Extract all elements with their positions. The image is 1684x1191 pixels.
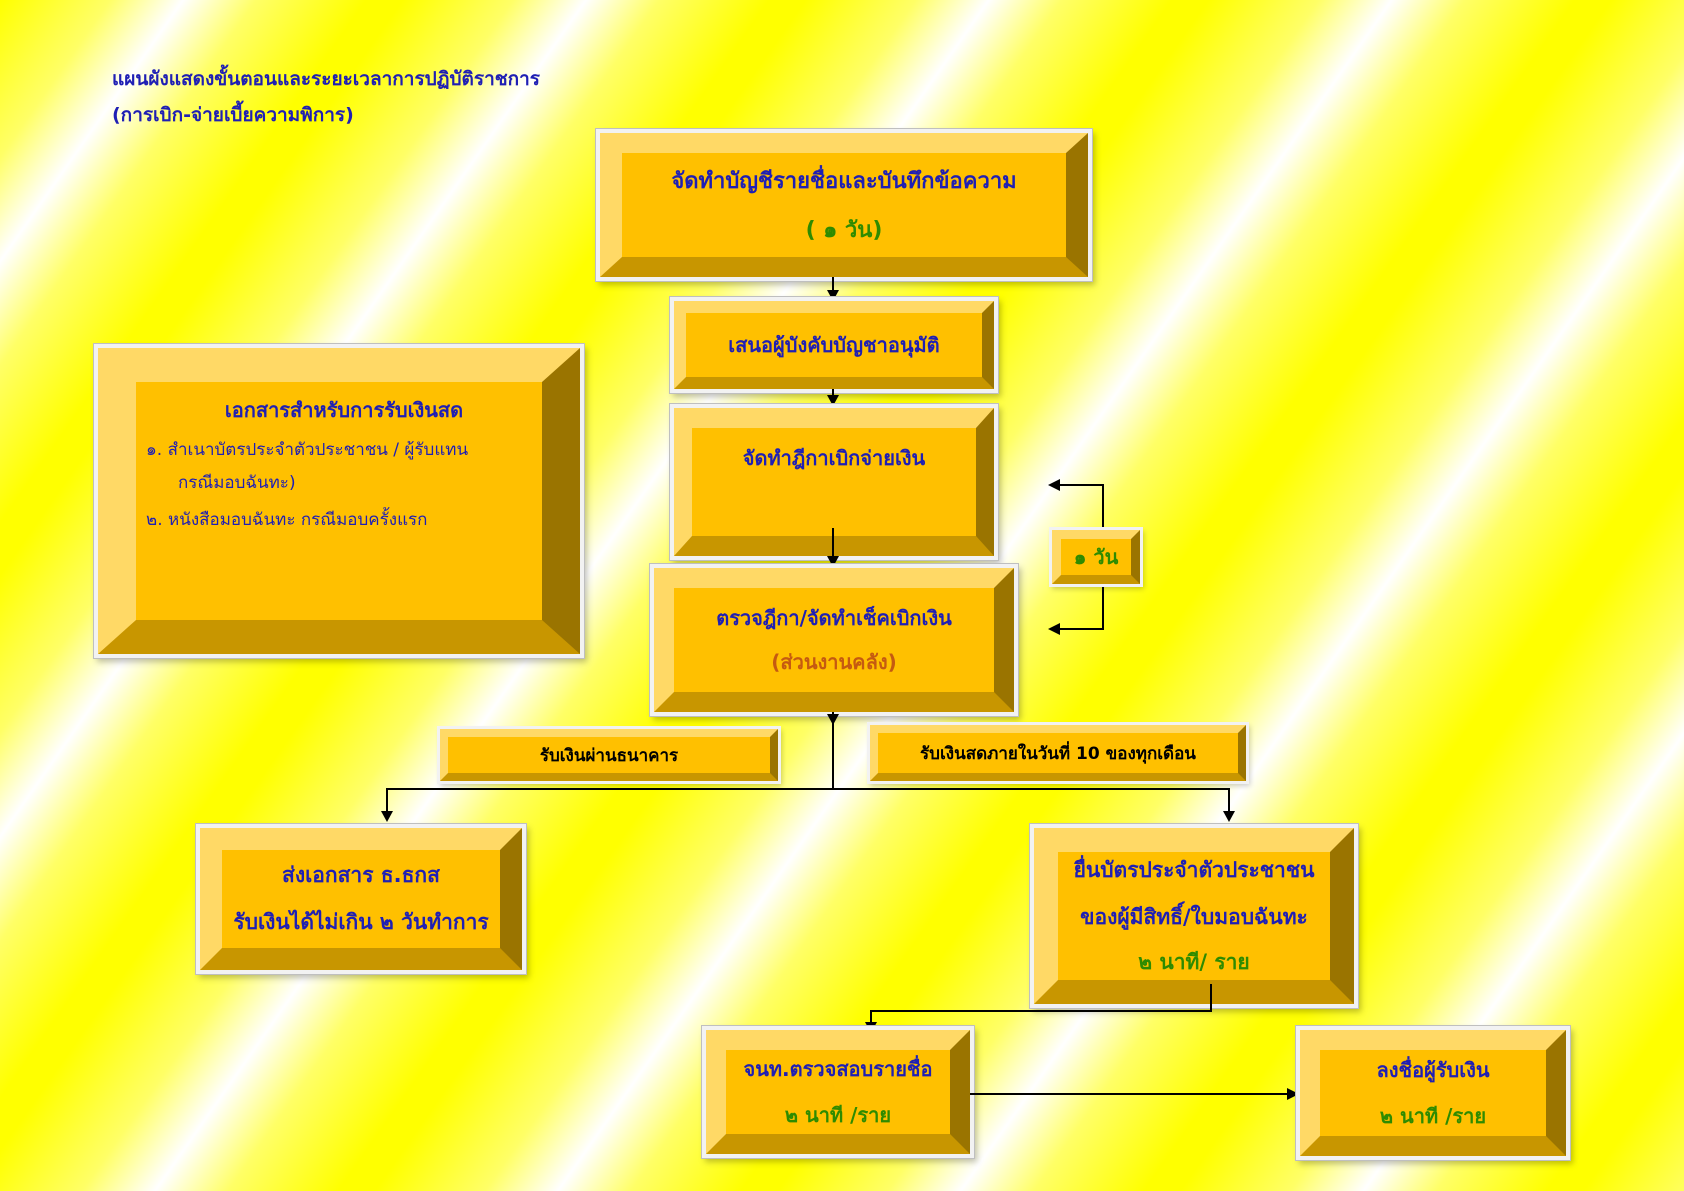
- step-propose-box: เสนอผู้บังคับบัญชาอนุมัติ: [674, 301, 994, 389]
- step-officer-check-box: จนท.ตรวจสอบรายชื่อ ๒ นาที /ราย: [706, 1030, 970, 1154]
- step-list-names-box: จัดทำบัญชีรายชื่อและบันทึกข้อความ ( ๑ วั…: [600, 133, 1088, 277]
- connector-line: [832, 389, 834, 397]
- arrow-down-icon: [381, 811, 393, 822]
- step-officer-check-duration: ๒ นาที /ราย: [784, 1103, 892, 1127]
- documents-item1-line1: ๑. สำเนาบัตรประจำตัวประชาชน / ผู้รับแทน: [146, 440, 469, 460]
- connector-line: [832, 528, 834, 564]
- step-send-docs-line2: รับเงินได้ไม่เกิน ๒ วันทำการ: [233, 910, 489, 934]
- arrow-down-icon: [827, 714, 839, 725]
- step-list-names-text: จัดทำบัญชีรายชื่อและบันทึกข้อความ: [671, 169, 1017, 194]
- step-list-names-duration: ( ๑ วัน): [805, 218, 883, 243]
- arrow-left-icon: [1048, 623, 1060, 635]
- step-submit-id-line1: ยื่นบัตรประจำตัวประชาชน: [1073, 857, 1315, 882]
- connector-line: [870, 1010, 872, 1024]
- arrow-down-icon: [865, 1022, 877, 1033]
- arrow-down-icon: [827, 290, 839, 301]
- page-title-line2: (การเบิก-จ่ายเบี้ยความพิการ): [112, 104, 354, 126]
- side-duration-text: ๑ วัน: [1073, 545, 1119, 569]
- branch-cash-text: รับเงินสดภายในวันที่ 10 ของทุกเดือน: [920, 743, 1196, 764]
- step-officer-check-text: จนท.ตรวจสอบรายชื่อ: [743, 1057, 933, 1081]
- step-send-docs-box: ส่งเอกสาร ธ.ธกส รับเงินได้ไม่เกิน ๒ วันท…: [200, 828, 522, 970]
- step-propose-text: เสนอผู้บังคับบัญชาอนุมัติ: [728, 333, 940, 357]
- connector-line: [386, 788, 388, 812]
- step-send-docs-line1: ส่งเอกสาร ธ.ธกส: [282, 863, 440, 887]
- connector-line: [970, 1093, 1290, 1095]
- step-check-voucher-text: ตรวจฎีกา/จัดทำเช็คเบิกเงิน: [716, 606, 952, 630]
- documents-item2: ๒. หนังสือมอบฉันทะ กรณีมอบครั้งแรก: [146, 510, 428, 530]
- step-sign-duration: ๒ นาที /ราย: [1379, 1104, 1487, 1128]
- arrow-left-icon: [1048, 479, 1060, 491]
- step-check-voucher-box: ตรวจฎีกา/จัดทำเช็คเบิกเงิน (ส่วนงานคลัง): [654, 568, 1014, 712]
- connector-line: [832, 712, 834, 788]
- branch-line: [386, 788, 1230, 790]
- step-prepare-voucher-box: จัดทำฎีกาเบิกจ่ายเงิน: [674, 408, 994, 556]
- branch-bank-text: รับเงินผ่านธนาคาร: [539, 745, 679, 766]
- documents-item1-line2: กรณีมอบฉันทะ): [178, 473, 296, 493]
- side-duration-badge: ๑ วัน: [1052, 530, 1140, 584]
- branch-bank-label: รับเงินผ่านธนาคาร: [440, 729, 778, 781]
- step-sign-box: ลงชื่อผู้รับเงิน ๒ นาที /ราย: [1300, 1030, 1566, 1156]
- arrow-down-icon: [1223, 811, 1235, 822]
- step-submit-id-duration: ๒ นาที/ ราย: [1138, 949, 1250, 974]
- step-submit-id-box: ยื่นบัตรประจำตัวประชาชน ของผู้มีสิทธิ์/ใ…: [1034, 828, 1354, 1004]
- arrow-right-icon: [1287, 1088, 1299, 1100]
- connector-line: [1228, 788, 1230, 812]
- documents-box: เอกสารสำหรับการรับเงินสด ๑. สำเนาบัตรประ…: [98, 348, 580, 654]
- branch-cash-label: รับเงินสดภายในวันที่ 10 ของทุกเดือน: [870, 725, 1246, 781]
- duration-bracket-line: [1060, 628, 1104, 630]
- arrow-down-icon: [827, 395, 839, 406]
- duration-bracket-line: [1060, 484, 1104, 486]
- connector-line: [870, 1010, 1212, 1012]
- step-submit-id-line2: ของผู้มีสิทธิ์/ใบมอบฉันทะ: [1080, 904, 1308, 929]
- connector-line: [832, 277, 834, 291]
- step-check-voucher-unit: (ส่วนงานคลัง): [771, 650, 897, 674]
- step-sign-text: ลงชื่อผู้รับเงิน: [1376, 1058, 1490, 1082]
- connector-line: [1210, 984, 1212, 1012]
- arrow-down-icon: [827, 556, 839, 567]
- page-title-line1: แผนผังแสดงขั้นตอนและระยะเวลาการปฏิบัติรา…: [112, 68, 541, 90]
- documents-heading: เอกสารสำหรับการรับเงินสด: [224, 398, 464, 422]
- step-prepare-voucher-text: จัดทำฎีกาเบิกจ่ายเงิน: [742, 446, 926, 470]
